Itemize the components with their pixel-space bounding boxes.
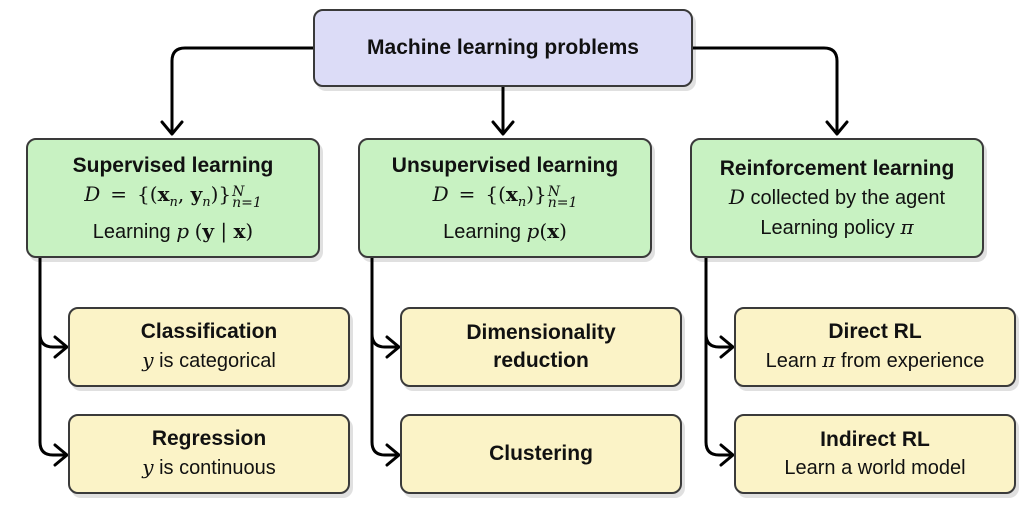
unsupervised-learning-line: Learning p(x) <box>443 218 567 243</box>
supervised-dataset-eq: = <box>110 181 128 206</box>
indirect-rl-title: Indirect RL <box>820 427 930 451</box>
root-node: Machine learning problems <box>313 9 693 87</box>
direct-rl-symbol: π <box>822 348 836 372</box>
supervised-learning-prefix: Learning <box>92 220 171 243</box>
unsupervised-dataset-upper: N <box>547 183 561 200</box>
direct-rl-rest: from experience <box>841 350 985 372</box>
connector-unsupervised-clustering <box>370 328 400 457</box>
supervised-dataset-upper: N <box>232 183 245 200</box>
indirect-rl-desc: Learn a world model <box>784 456 966 479</box>
supervised-dataset-lower: n=1 <box>232 194 262 211</box>
arrowhead-direct <box>719 335 735 359</box>
reinforcement-policy: Learning policy π <box>760 213 913 243</box>
dimensionality-reduction-node: Dimensionality reduction <box>400 307 682 387</box>
unsupervised-title: Unsupervised learning <box>391 153 619 177</box>
arrowhead-dimred <box>385 335 401 359</box>
reinforcement-policy-symbol: π <box>900 215 914 239</box>
connector-root-supervised <box>170 46 315 135</box>
connector-reinforcement-direct <box>704 256 734 349</box>
supervised-dataset-var: D <box>84 181 101 206</box>
direct-rl-prefix: Learn <box>765 350 817 372</box>
reinforcement-collected-rest: collected by the agent <box>750 187 946 209</box>
root-label: Machine learning problems <box>367 36 639 59</box>
reinforcement-policy-prefix: Learning policy <box>760 217 895 239</box>
regression-title: Regression <box>151 427 267 450</box>
classification-title: Classification <box>140 320 278 343</box>
arrowhead-indirect <box>719 443 735 467</box>
unsupervised-dataset-var: D <box>432 181 449 206</box>
arrowhead-clustering <box>385 443 401 467</box>
connector-root-reinforcement <box>691 46 839 135</box>
direct-rl-node: Direct RL Learn π from experience <box>734 307 1016 387</box>
reinforcement-collected: D collected by the agent <box>729 183 945 213</box>
arrowhead-supervised <box>160 120 184 136</box>
unsupervised-learning-prefix: Learning <box>443 220 521 243</box>
connector-reinforcement-indirect <box>704 328 734 457</box>
classification-desc: y is categorical <box>142 346 276 376</box>
classification-rest: is categorical <box>159 350 276 372</box>
unsupervised-dataset-eq: = <box>458 181 476 206</box>
unsupervised-dataset-lower: n=1 <box>547 194 578 211</box>
classification-var: y <box>142 348 154 372</box>
reinforcement-title: Reinforcement learning <box>719 157 955 180</box>
arrowhead-classification <box>53 335 69 359</box>
reinforcement-collected-var: D <box>728 185 745 209</box>
supervised-learning-line: Learning p (y | x) <box>92 218 254 243</box>
supervised-title: Supervised learning <box>72 153 274 177</box>
classification-node: Classification y is categorical <box>68 307 350 387</box>
arrowhead-reinforcement <box>825 120 849 136</box>
dimensionality-title-line2: reduction <box>493 349 589 372</box>
arrowhead-regression <box>53 443 69 467</box>
direct-rl-title: Direct RL <box>828 320 922 343</box>
regression-node: Regression y is continuous <box>68 414 350 494</box>
connector-supervised-regression <box>38 328 68 457</box>
connector-supervised-classification <box>38 256 68 349</box>
connector-unsupervised-dimred <box>370 256 400 349</box>
clustering-title: Clustering <box>489 442 593 465</box>
regression-rest: is continuous <box>159 457 276 479</box>
clustering-node: Clustering <box>400 414 682 494</box>
regression-var: y <box>142 455 154 479</box>
direct-rl-desc: Learn π from experience <box>766 346 985 376</box>
indirect-rl-node: Indirect RL Learn a world model <box>734 414 1016 494</box>
dimensionality-title-line1: Dimensionality <box>466 321 616 344</box>
reinforcement-learning-node: Reinforcement learning D collected by th… <box>690 138 984 258</box>
regression-desc: y is continuous <box>142 453 276 483</box>
arrowhead-unsupervised <box>491 120 515 136</box>
